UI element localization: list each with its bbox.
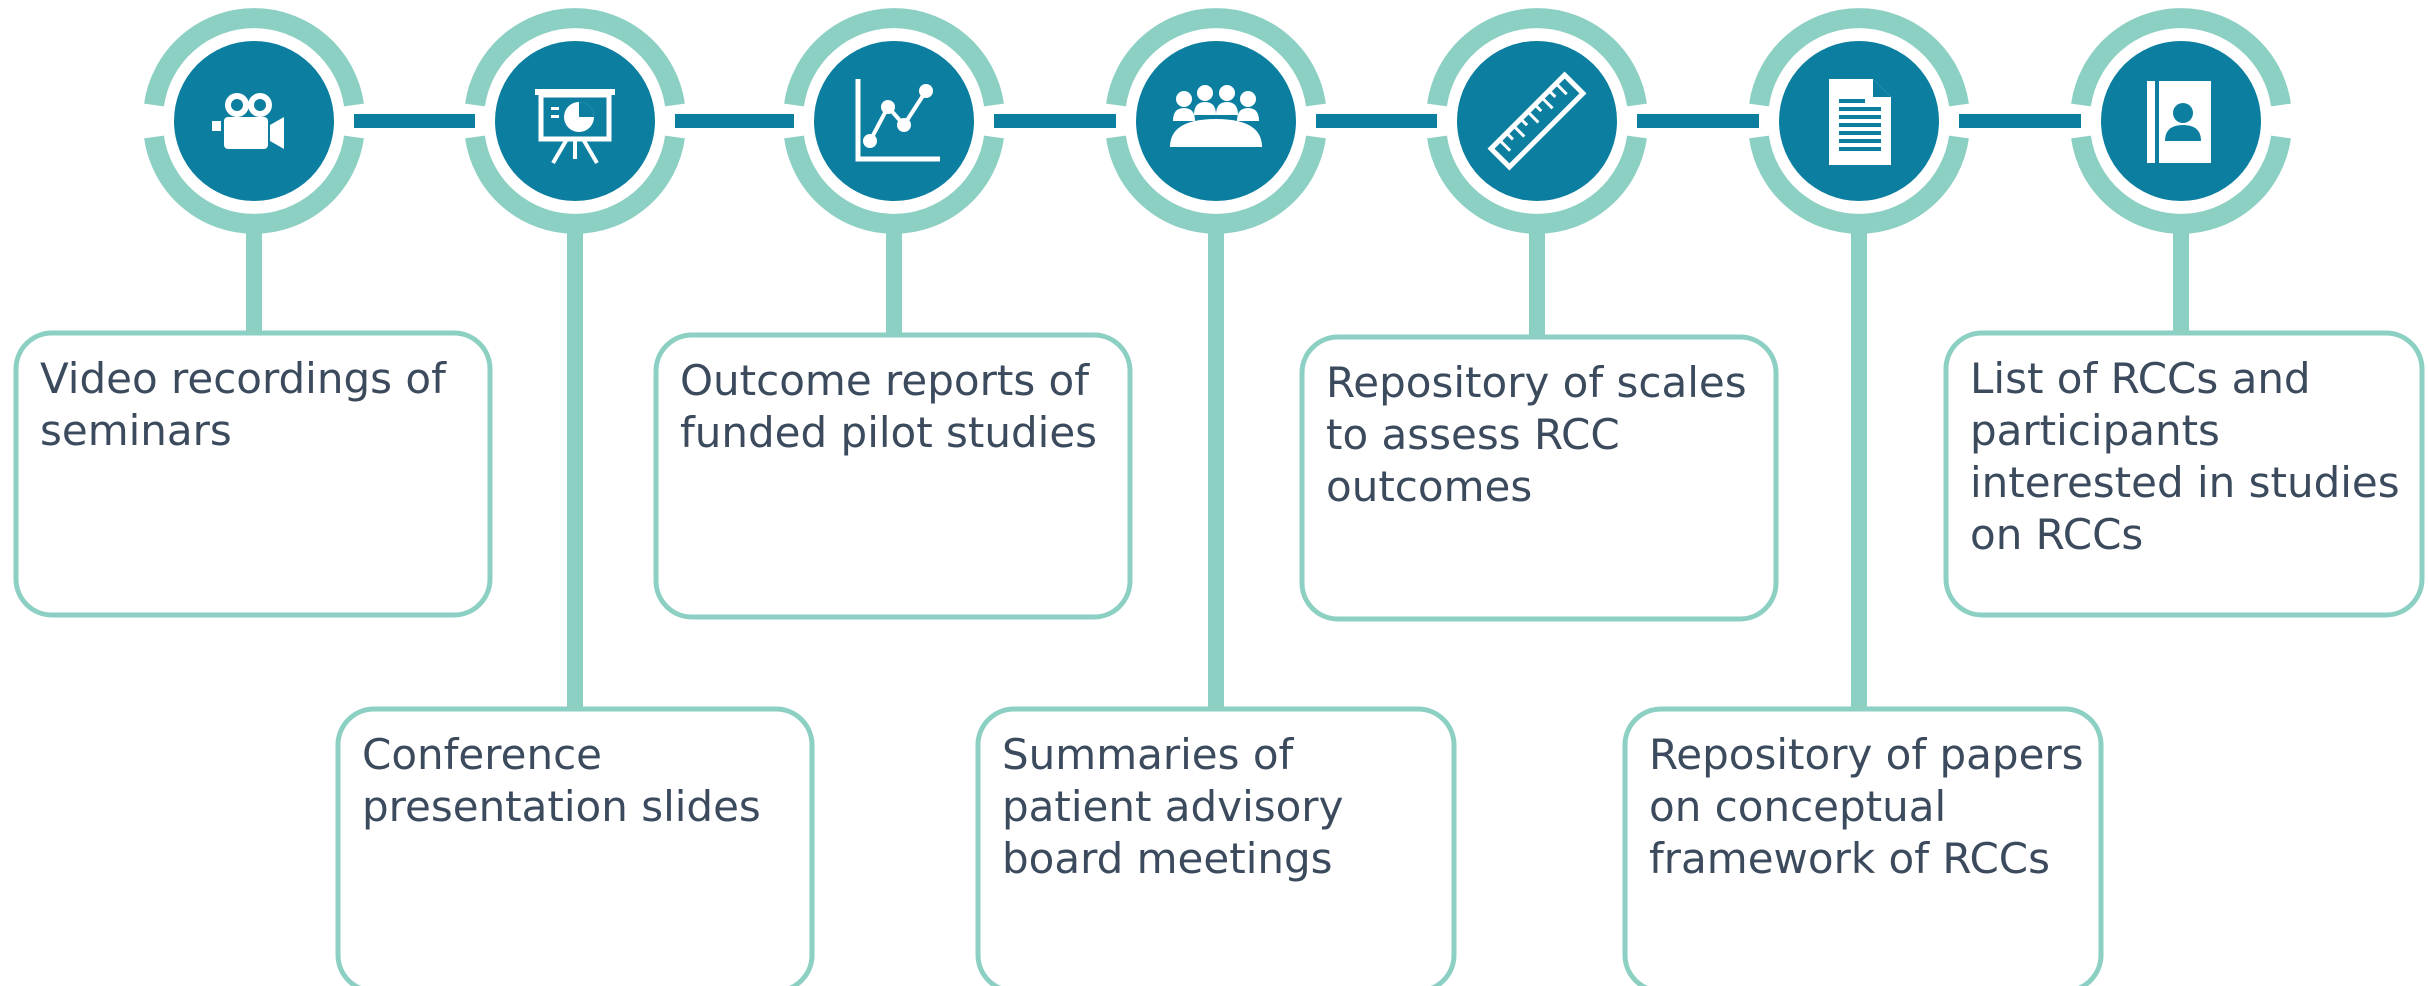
meeting-table-icon	[1170, 85, 1262, 147]
box-label-line: presentation slides	[362, 782, 761, 831]
box-label-line: Outcome reports of	[680, 356, 1090, 405]
icon-node	[1749, 8, 1969, 234]
box-label-line: Conference	[362, 730, 603, 779]
drop-line	[1851, 232, 1867, 709]
text-box	[1943, 330, 2425, 618]
box-label-line: on RCCs	[1970, 510, 2144, 559]
drop-line	[1529, 232, 1545, 337]
text-box	[653, 332, 1133, 620]
text-box	[1622, 706, 2104, 986]
drop-line	[886, 232, 902, 335]
drop-line	[246, 232, 262, 333]
box-label-line: Repository of scales	[1326, 358, 1747, 407]
box-label-line: board meetings	[1002, 834, 1333, 883]
ruler-icon	[1487, 71, 1587, 171]
box-label-line: patient advisory	[1002, 782, 1344, 831]
video-camera-icon	[212, 93, 284, 149]
text-box	[335, 706, 815, 986]
drop-line	[1208, 232, 1224, 709]
icon-node	[1427, 8, 1647, 234]
icon-node	[465, 8, 685, 234]
icon-node	[784, 8, 1004, 234]
box-label-line: to assess RCC	[1326, 410, 1620, 459]
box-label-line: on conceptual	[1649, 782, 1947, 831]
icon-node	[1106, 8, 1326, 234]
box-label-line: Video recordings of	[40, 354, 446, 403]
box-label-line: List of RCCs and	[1970, 354, 2311, 403]
icon-nodes	[144, 8, 2291, 234]
drop-line	[567, 232, 583, 709]
text-box	[975, 706, 1457, 986]
icon-node	[144, 8, 364, 234]
drop-line	[2173, 232, 2189, 333]
box-label-line: funded pilot studies	[680, 408, 1098, 457]
box-label-line: Summaries of	[1002, 730, 1294, 779]
icon-node	[2071, 8, 2291, 234]
box-label-line: Repository of papers	[1649, 730, 2084, 779]
drop-lines	[246, 232, 2189, 709]
presentation-board-icon	[535, 89, 615, 165]
text-box	[1299, 334, 1779, 622]
box-label-line: framework of RCCs	[1649, 834, 2050, 883]
document-icon	[1829, 79, 1891, 165]
text-box	[13, 330, 493, 618]
box-label-line: participants	[1970, 406, 2220, 455]
text-boxes	[13, 330, 2425, 986]
contact-book-icon	[2147, 81, 2211, 163]
box-label-line: outcomes	[1326, 462, 1533, 511]
box-label-line: interested in studies	[1970, 458, 2400, 507]
line-chart-icon	[855, 79, 940, 162]
box-label-line: seminars	[40, 406, 232, 455]
